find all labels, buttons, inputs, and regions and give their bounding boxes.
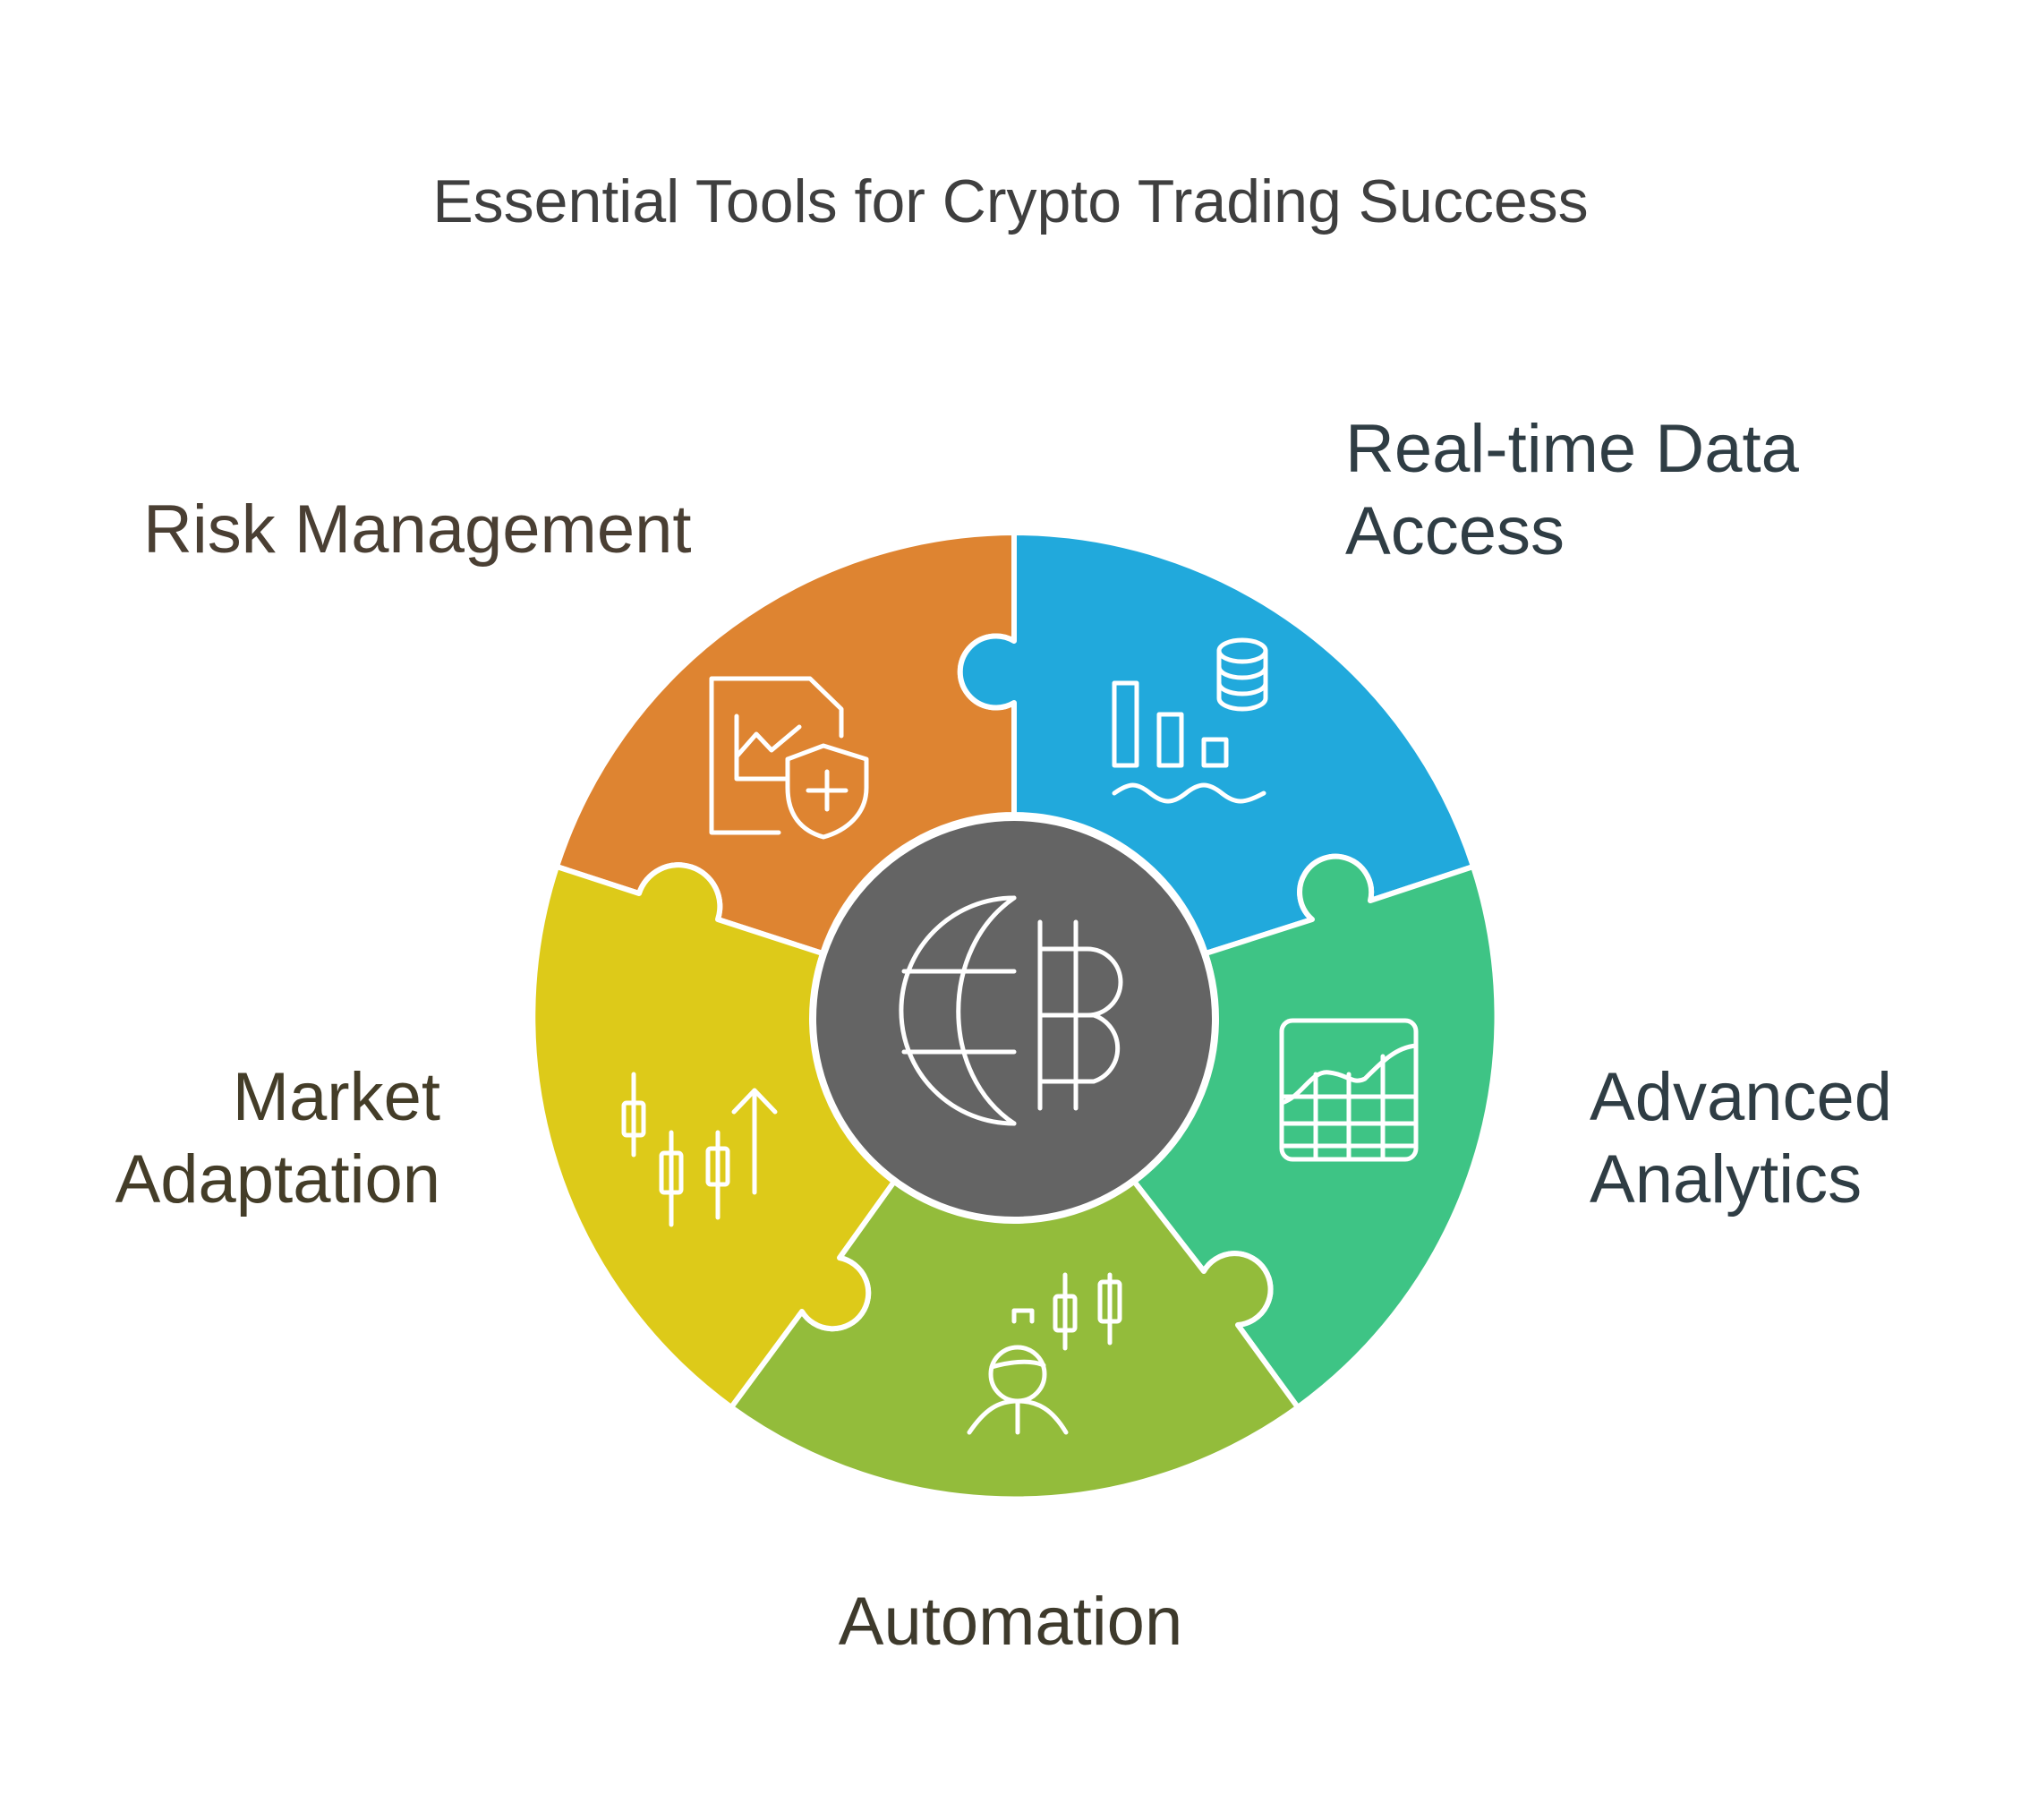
label-market-adaptation: Market Adaptation bbox=[115, 1056, 440, 1221]
globe-bitcoin-icon bbox=[899, 895, 1123, 1126]
label-line: Market bbox=[232, 1059, 440, 1135]
label-advanced-analytics: Advanced Analytics bbox=[1590, 1056, 1892, 1221]
label-realtime-data-access: Real-time Data Access bbox=[1345, 408, 1799, 573]
diagram-title: Essential Tools for Crypto Trading Succe… bbox=[432, 167, 1589, 235]
trader-candlestick-icon bbox=[967, 1272, 1122, 1435]
label-line: Advanced bbox=[1590, 1059, 1893, 1135]
bar-chart-database-icon bbox=[1112, 637, 1268, 804]
label-automation: Automation bbox=[0, 1581, 2021, 1663]
spreadsheet-chart-icon bbox=[1279, 1018, 1419, 1162]
label-line: Adaptation bbox=[115, 1141, 440, 1218]
label-line: Automation bbox=[838, 1584, 1183, 1660]
label-line: Access bbox=[1345, 493, 1565, 569]
label-line: Analytics bbox=[1590, 1141, 1863, 1218]
label-risk-management: Risk Management bbox=[143, 489, 692, 571]
candlestick-arrow-up-icon bbox=[621, 1072, 778, 1227]
center-hub bbox=[809, 814, 1219, 1224]
segment-market-adaptation bbox=[530, 862, 899, 1410]
label-line: Real-time Data bbox=[1345, 411, 1799, 487]
document-chart-shield-icon bbox=[709, 676, 869, 840]
label-line: Risk Management bbox=[143, 491, 692, 568]
